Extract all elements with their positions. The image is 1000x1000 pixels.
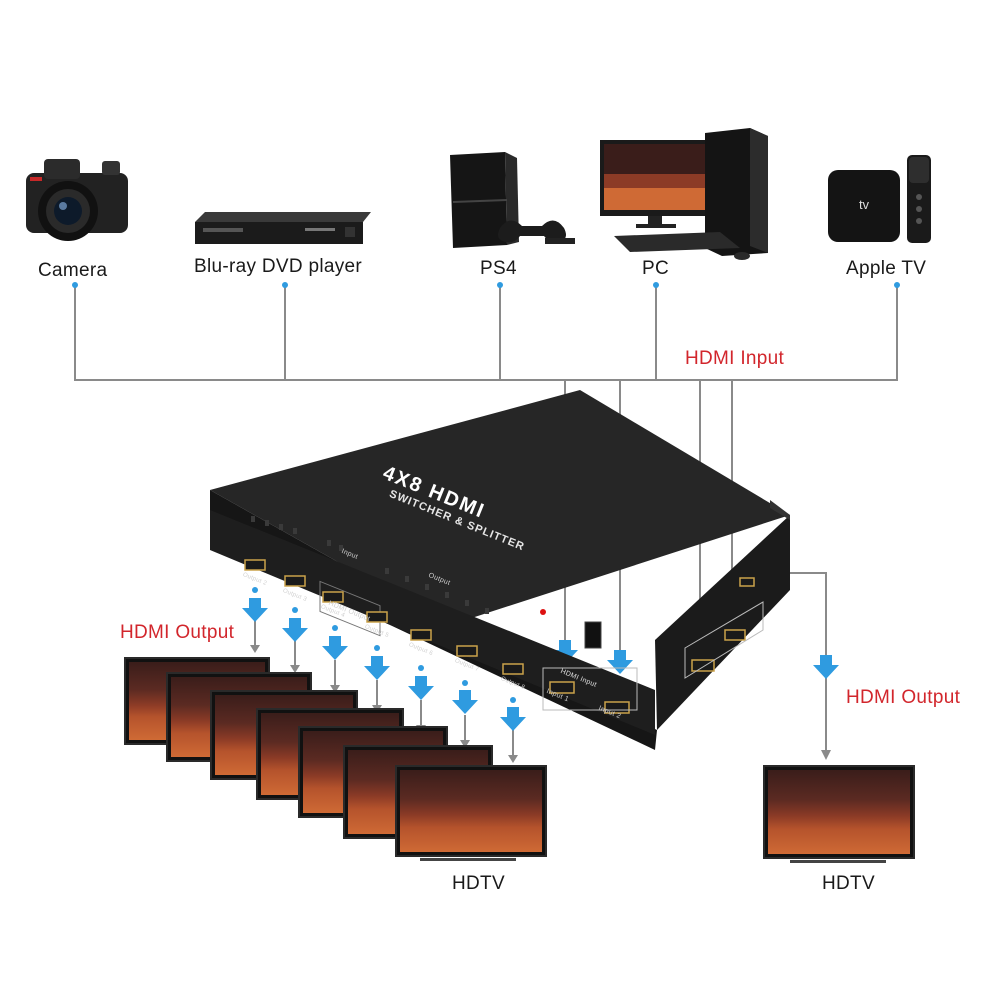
- hdtv-left-label: HDTV: [452, 873, 505, 894]
- apple-tv-logo-text: tv: [858, 197, 870, 212]
- hdtv-right-stand: [790, 860, 886, 863]
- hdmi-output-right-label: HDMI Output: [846, 687, 961, 708]
- pc-label: PC: [642, 258, 669, 279]
- hdtv-right-label: HDTV: [822, 873, 875, 894]
- bluray-player-icon: [195, 212, 371, 244]
- hdmi-input-label: HDMI Input: [685, 348, 785, 369]
- apple-tv-box-icon: tv: [828, 170, 900, 242]
- bluray-label: Blu-ray DVD player: [194, 256, 363, 277]
- hdtv-stand: [420, 858, 516, 861]
- hdmi-output-left-label: HDMI Output: [120, 622, 235, 643]
- hdtv-screen-7: [395, 765, 547, 857]
- ps4-icon: [450, 152, 575, 248]
- camera-label: Camera: [38, 260, 108, 281]
- appletv-dot: [894, 282, 900, 288]
- hdtv-right-screen: [763, 765, 915, 859]
- input-bus-line: [74, 285, 898, 381]
- camera-dot: [72, 282, 78, 288]
- camera-icon: [26, 159, 128, 241]
- apple-tv-remote-icon: [907, 155, 931, 243]
- bluray-dot: [282, 282, 288, 288]
- ps4-label: PS4: [480, 258, 517, 279]
- ps4-dot: [497, 282, 503, 288]
- apple-tv-label: Apple TV: [846, 258, 927, 279]
- hdmi-switcher-device: [210, 390, 790, 750]
- pc-icon: [600, 128, 768, 260]
- pc-dot: [653, 282, 659, 288]
